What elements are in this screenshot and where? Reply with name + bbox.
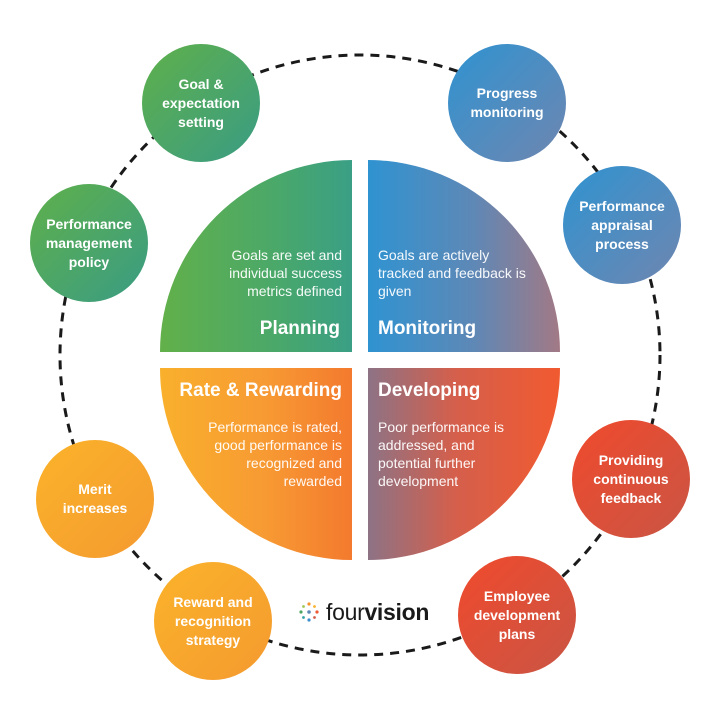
logo-wordmark: fourvision <box>326 599 429 626</box>
planning-title: Planning <box>259 318 340 339</box>
bubble-reward-strategy: Reward and recognition strategy <box>154 562 272 680</box>
logo-suffix: vision <box>364 598 430 625</box>
bubble-performance-policy: Performance management policy <box>30 184 148 302</box>
bubble-progress-monitoring-label: Progress monitoring <box>470 85 544 120</box>
bubble-appraisal-process: Performance appraisal process <box>563 166 681 284</box>
bubble-merit-increases: Merit increases <box>36 440 154 558</box>
developing-description: Poor performance is addressed, and poten… <box>378 419 505 489</box>
rewarding-title: Rate & Rewarding <box>179 380 342 401</box>
bubble-development-plans-label: Employee development plans <box>473 587 561 642</box>
rewarding-description: Performance is rated, good performance i… <box>208 419 342 489</box>
bubble-progress-monitoring: Progress monitoring <box>448 44 566 162</box>
monitoring-description: Goals are actively tracked and feedback … <box>378 247 526 299</box>
bubble-goal-setting: Goal & expectation setting <box>142 44 260 162</box>
quadrant-developing <box>368 368 560 560</box>
logo-prefix: four <box>326 598 365 625</box>
bubble-appraisal-process-label: Performance appraisal process <box>579 197 665 252</box>
quadrant-monitoring <box>368 160 560 352</box>
bubble-development-plans: Employee development plans <box>458 556 576 674</box>
fourvision-logo: fourvision <box>298 597 429 627</box>
bubble-performance-policy-label: Performance management policy <box>45 215 133 270</box>
developing-title: Developing <box>378 380 481 401</box>
bubble-goal-setting-label: Goal & expectation setting <box>162 75 240 130</box>
bubble-continuous-feedback-label: Providing continuous feedback <box>593 451 669 506</box>
cycle-ring <box>58 53 662 657</box>
bubble-reward-strategy-label: Reward and recognition strategy <box>173 593 253 648</box>
quadrant-planning <box>160 160 352 352</box>
monitoring-title: Monitoring <box>378 318 477 339</box>
bubble-continuous-feedback: Providing continuous feedback <box>572 420 690 538</box>
bubble-merit-increases-label: Merit increases <box>62 481 128 516</box>
quadrant-rate-rewarding <box>160 368 352 560</box>
fourvision-dots-icon <box>299 602 319 622</box>
planning-description: Goals are set and individual success met… <box>229 247 342 299</box>
